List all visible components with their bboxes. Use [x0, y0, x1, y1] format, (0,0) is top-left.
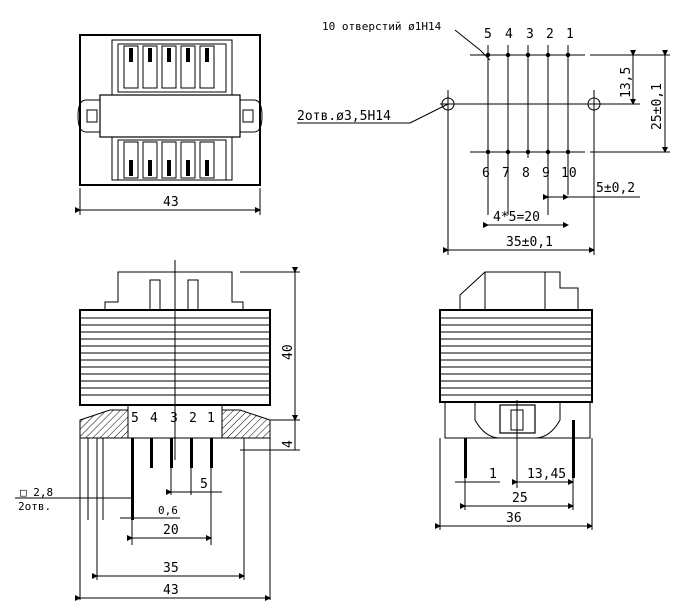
dim-4x5: 4*5=20	[493, 210, 540, 225]
top-view: 43	[75, 34, 263, 215]
dim-1: 1	[489, 467, 497, 482]
dim-43-front: 43	[163, 583, 179, 598]
pin-top-2: 2	[546, 27, 554, 42]
dim-35: 35±0,1	[506, 235, 553, 250]
mount-note: 2отв.ø3,5H14	[297, 109, 391, 124]
front-pin-1: 1	[207, 411, 215, 426]
dim-5: 5±0,2	[596, 181, 635, 196]
pin-bottom-10: 10	[561, 166, 577, 181]
side-view: 1 13,45 25 36	[435, 271, 593, 530]
pin-bottom-7: 7	[502, 166, 510, 181]
pin-count-note: 2отв.	[18, 500, 51, 513]
pin-layout-view: 10 отверстий ø1H14 2отв.ø3,5H14 5 4 3 2 …	[297, 20, 670, 255]
pin-bottom-8: 8	[522, 166, 530, 181]
pin-holes	[485, 52, 571, 155]
front-pin-5: 5	[131, 411, 139, 426]
front-pins	[131, 438, 213, 545]
dim-25-side: 25	[512, 491, 528, 506]
front-view: 5 4 3 2 1 40 4 5 □ 2,8 2отв.	[15, 260, 300, 601]
dim-25: 25±0,1	[650, 83, 665, 130]
dim-35-front: 35	[163, 561, 179, 576]
pin-top-3: 3	[526, 27, 534, 42]
side-core-laminations	[440, 317, 592, 396]
holes-note: 10 отверстий ø1H14	[322, 20, 442, 33]
top-view-top-terminals	[123, 45, 215, 89]
pin-top-1: 1	[566, 27, 574, 42]
front-pin-3: 3	[170, 411, 178, 426]
dim-36: 36	[506, 511, 522, 526]
top-view-bottom-terminals	[123, 141, 215, 179]
pin-square-note: □ 2,8	[20, 486, 53, 499]
front-pin-2: 2	[189, 411, 197, 426]
front-pin-4: 4	[150, 411, 158, 426]
pin-top-5: 5	[484, 27, 492, 42]
dim-40: 40	[281, 344, 296, 360]
dim-4: 4	[281, 440, 296, 448]
dim-5-pitch: 5	[200, 477, 208, 492]
pin-bottom-9: 9	[542, 166, 550, 181]
front-core-laminations	[80, 317, 270, 396]
dim-20: 20	[163, 523, 179, 538]
dim-0-6: 0,6	[158, 504, 178, 517]
dim-13-5: 13,5	[619, 67, 634, 98]
dim-13-45: 13,45	[527, 467, 566, 482]
top-view-width-label: 43	[163, 195, 179, 210]
pin-top-4: 4	[505, 27, 513, 42]
pin-bottom-6: 6	[482, 166, 490, 181]
